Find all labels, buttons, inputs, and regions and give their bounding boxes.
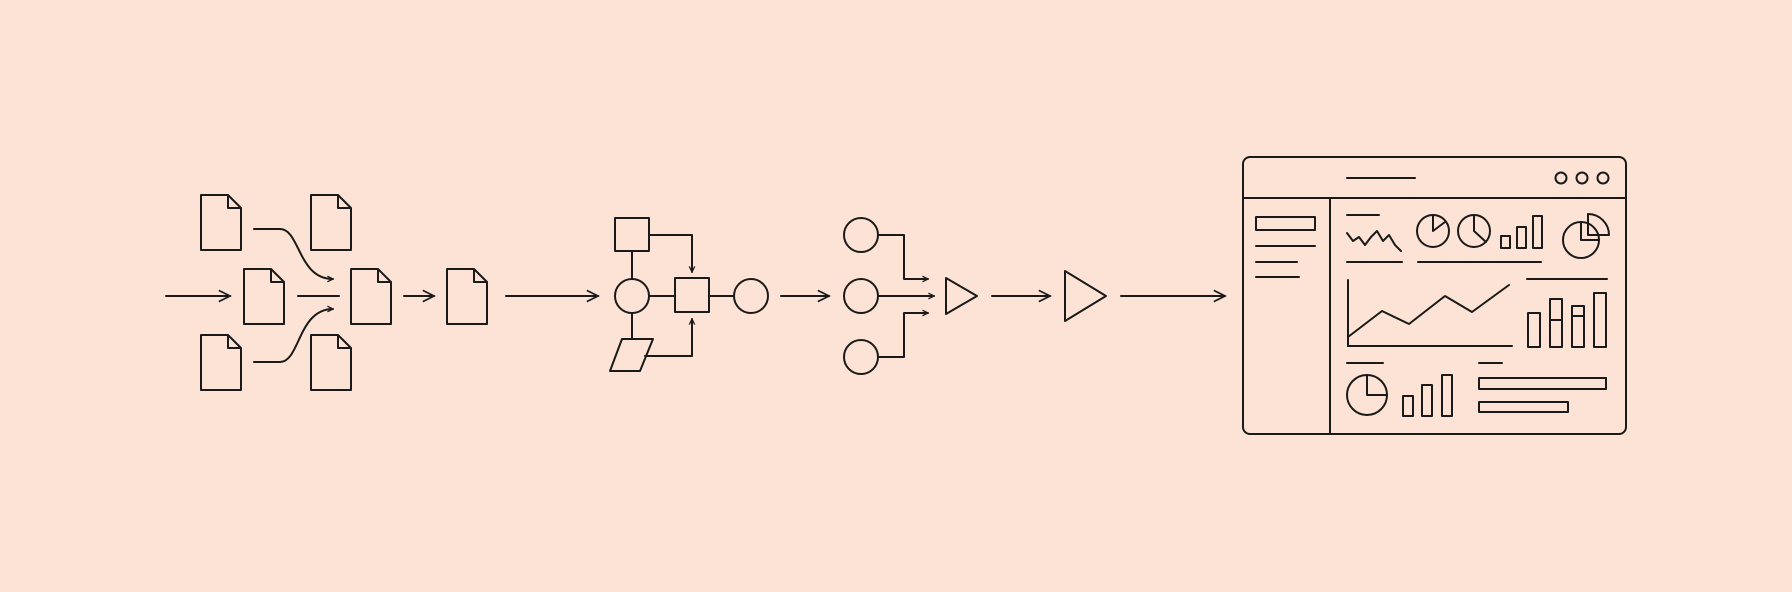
stage-flowchart <box>609 217 829 372</box>
pie-chart-icon <box>1346 374 1388 416</box>
window-control-dot <box>1575 171 1589 185</box>
flowchart-node-icon <box>609 338 654 372</box>
progress-bar <box>1478 377 1607 390</box>
main-line-chart <box>1347 279 1513 347</box>
bar-chart-icon <box>1402 374 1453 417</box>
window-control-dot <box>1596 171 1610 185</box>
pie-slice-icon <box>1587 213 1610 236</box>
merge-arrow-bottom <box>253 309 334 363</box>
play-icon <box>945 277 978 315</box>
connector <box>648 234 692 273</box>
progress-bar <box>1478 401 1569 413</box>
window-frame <box>1242 156 1627 435</box>
pie-chart-icon <box>1457 214 1491 248</box>
bar-chart-icon <box>1500 215 1543 249</box>
connector <box>877 313 929 358</box>
connector <box>644 318 692 357</box>
sidebar-item <box>1255 216 1316 231</box>
bar <box>1593 292 1607 348</box>
stage-documents <box>165 194 598 391</box>
stage-merge <box>843 217 1225 375</box>
line-chart-icon <box>1346 230 1402 252</box>
play-icon <box>1064 270 1107 322</box>
pie-chart-icon <box>1562 221 1600 259</box>
bar <box>1549 298 1563 348</box>
top-widgets <box>1346 213 1610 263</box>
merge-arrow-top <box>253 228 334 279</box>
bar <box>1571 305 1585 348</box>
line-chart-icon <box>1347 284 1510 338</box>
pie-chart-icon <box>1416 214 1450 248</box>
bottom-widgets <box>1346 362 1607 417</box>
connector <box>877 234 929 279</box>
bar <box>1527 312 1541 348</box>
window-control-dot <box>1554 171 1568 185</box>
dashboard-window-icon <box>1242 156 1627 435</box>
sidebar <box>1255 216 1316 278</box>
right-bar-chart <box>1526 278 1608 348</box>
